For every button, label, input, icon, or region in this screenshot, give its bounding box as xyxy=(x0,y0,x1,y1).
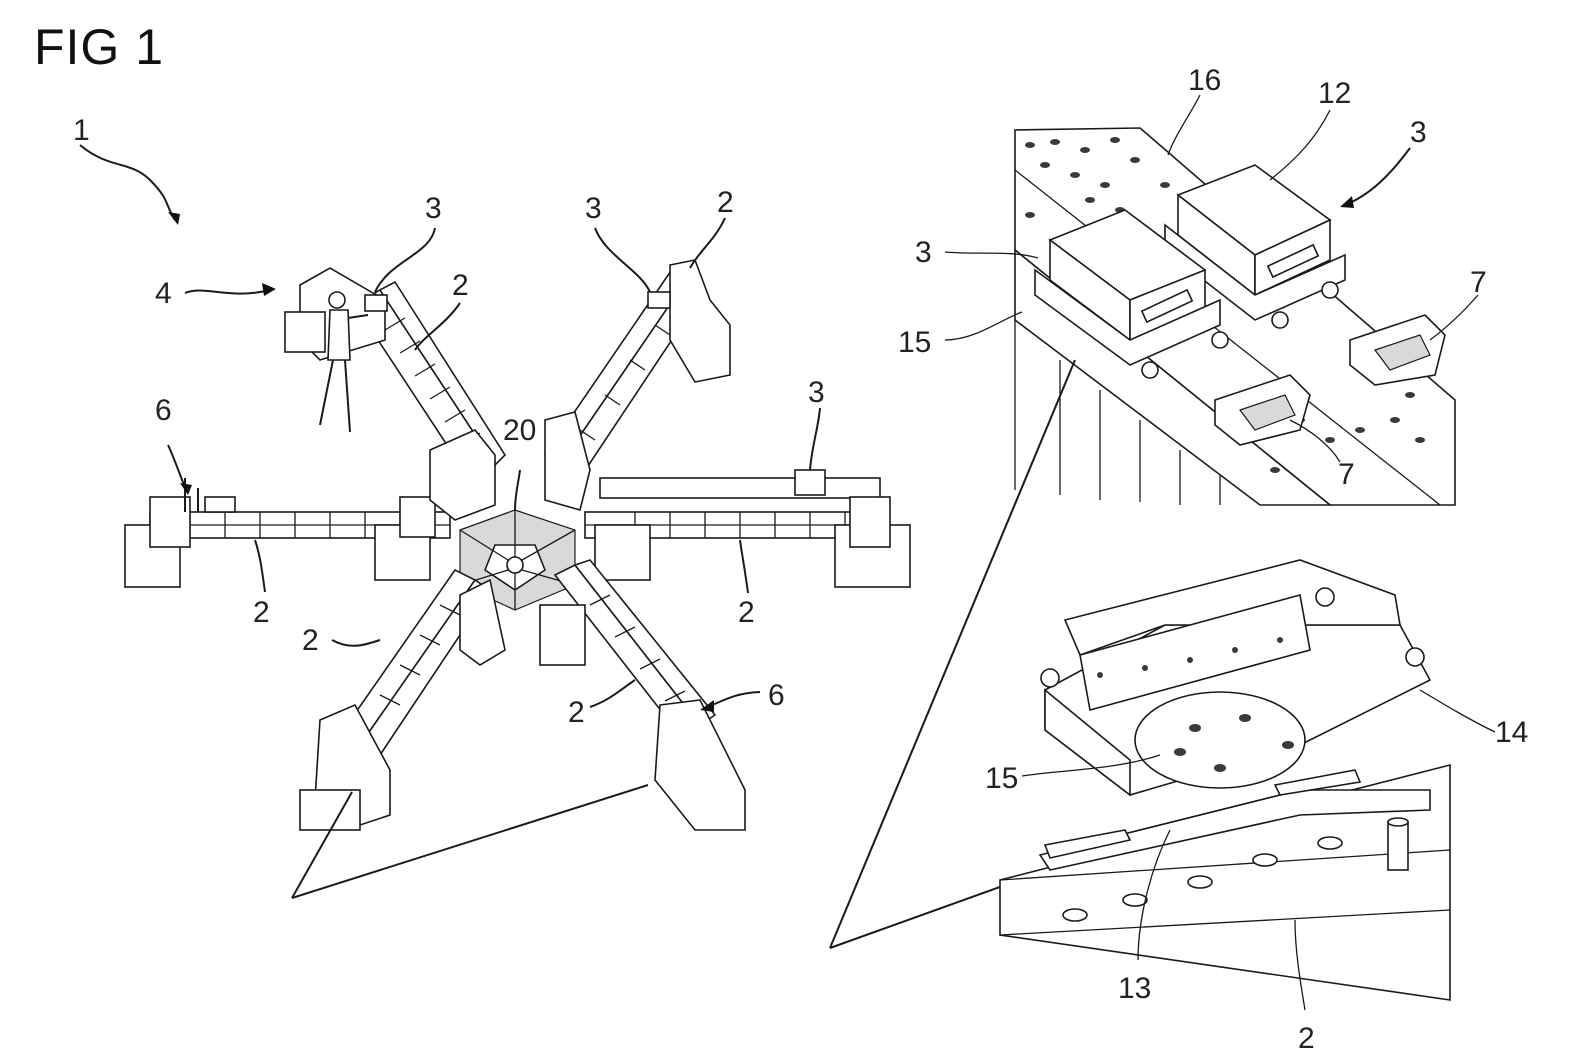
label-3-top-center: 3 xyxy=(585,192,602,225)
label-1: 1 xyxy=(73,114,90,147)
detail-modules xyxy=(945,95,1478,505)
label-2-top-left: 2 xyxy=(452,269,469,302)
label-2-right: 2 xyxy=(738,596,755,629)
label-2-detail: 2 xyxy=(1298,1022,1315,1053)
label-2-bottom-left: 2 xyxy=(302,624,319,657)
label-2-left: 2 xyxy=(253,596,270,629)
label-3-detail-left: 3 xyxy=(915,236,932,269)
arm-top-right xyxy=(545,260,730,510)
arm-left xyxy=(125,478,450,587)
label-3-right: 3 xyxy=(808,376,825,409)
label-16: 16 xyxy=(1188,64,1221,97)
label-7-lower: 7 xyxy=(1338,458,1355,491)
label-6-bottom-right: 6 xyxy=(768,679,785,712)
label-3-top-left: 3 xyxy=(425,192,442,225)
label-15-bottom: 15 xyxy=(985,762,1018,795)
label-3-detail-right: 3 xyxy=(1410,116,1427,149)
label-6-left: 6 xyxy=(155,394,172,427)
label-7-right: 7 xyxy=(1470,266,1487,299)
arm-bottom-right xyxy=(540,560,745,830)
label-12: 12 xyxy=(1318,77,1351,110)
label-13: 13 xyxy=(1118,972,1151,1005)
label-20: 20 xyxy=(503,414,536,447)
label-4: 4 xyxy=(155,277,172,310)
label-2-bottom-right: 2 xyxy=(568,696,585,729)
projection-line xyxy=(830,360,1075,948)
detail-base-plate xyxy=(1000,560,1495,1010)
label-15-top: 15 xyxy=(898,326,931,359)
star-assembly xyxy=(125,260,910,898)
arm-right xyxy=(585,470,910,587)
arm-top-left xyxy=(285,268,505,520)
label-14: 14 xyxy=(1495,716,1528,749)
arm-bottom-left xyxy=(300,570,505,830)
label-2-top-right: 2 xyxy=(717,186,734,219)
